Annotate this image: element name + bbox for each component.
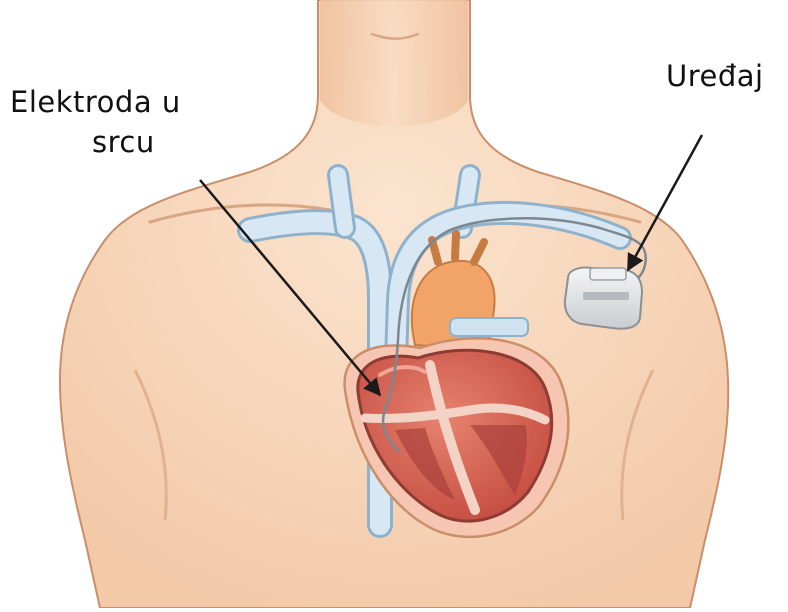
lead-label-line2: srcu: [92, 124, 155, 160]
vein-jugular-left: [338, 175, 345, 228]
device-label: Uređaj: [666, 58, 764, 94]
device-header: [590, 268, 626, 280]
lead-label-line1: Elektroda u: [10, 84, 181, 120]
pulmonary-artery: [450, 318, 528, 336]
device-label: [583, 292, 629, 300]
pacemaker-icon: [565, 267, 642, 328]
neck: [320, 0, 468, 126]
